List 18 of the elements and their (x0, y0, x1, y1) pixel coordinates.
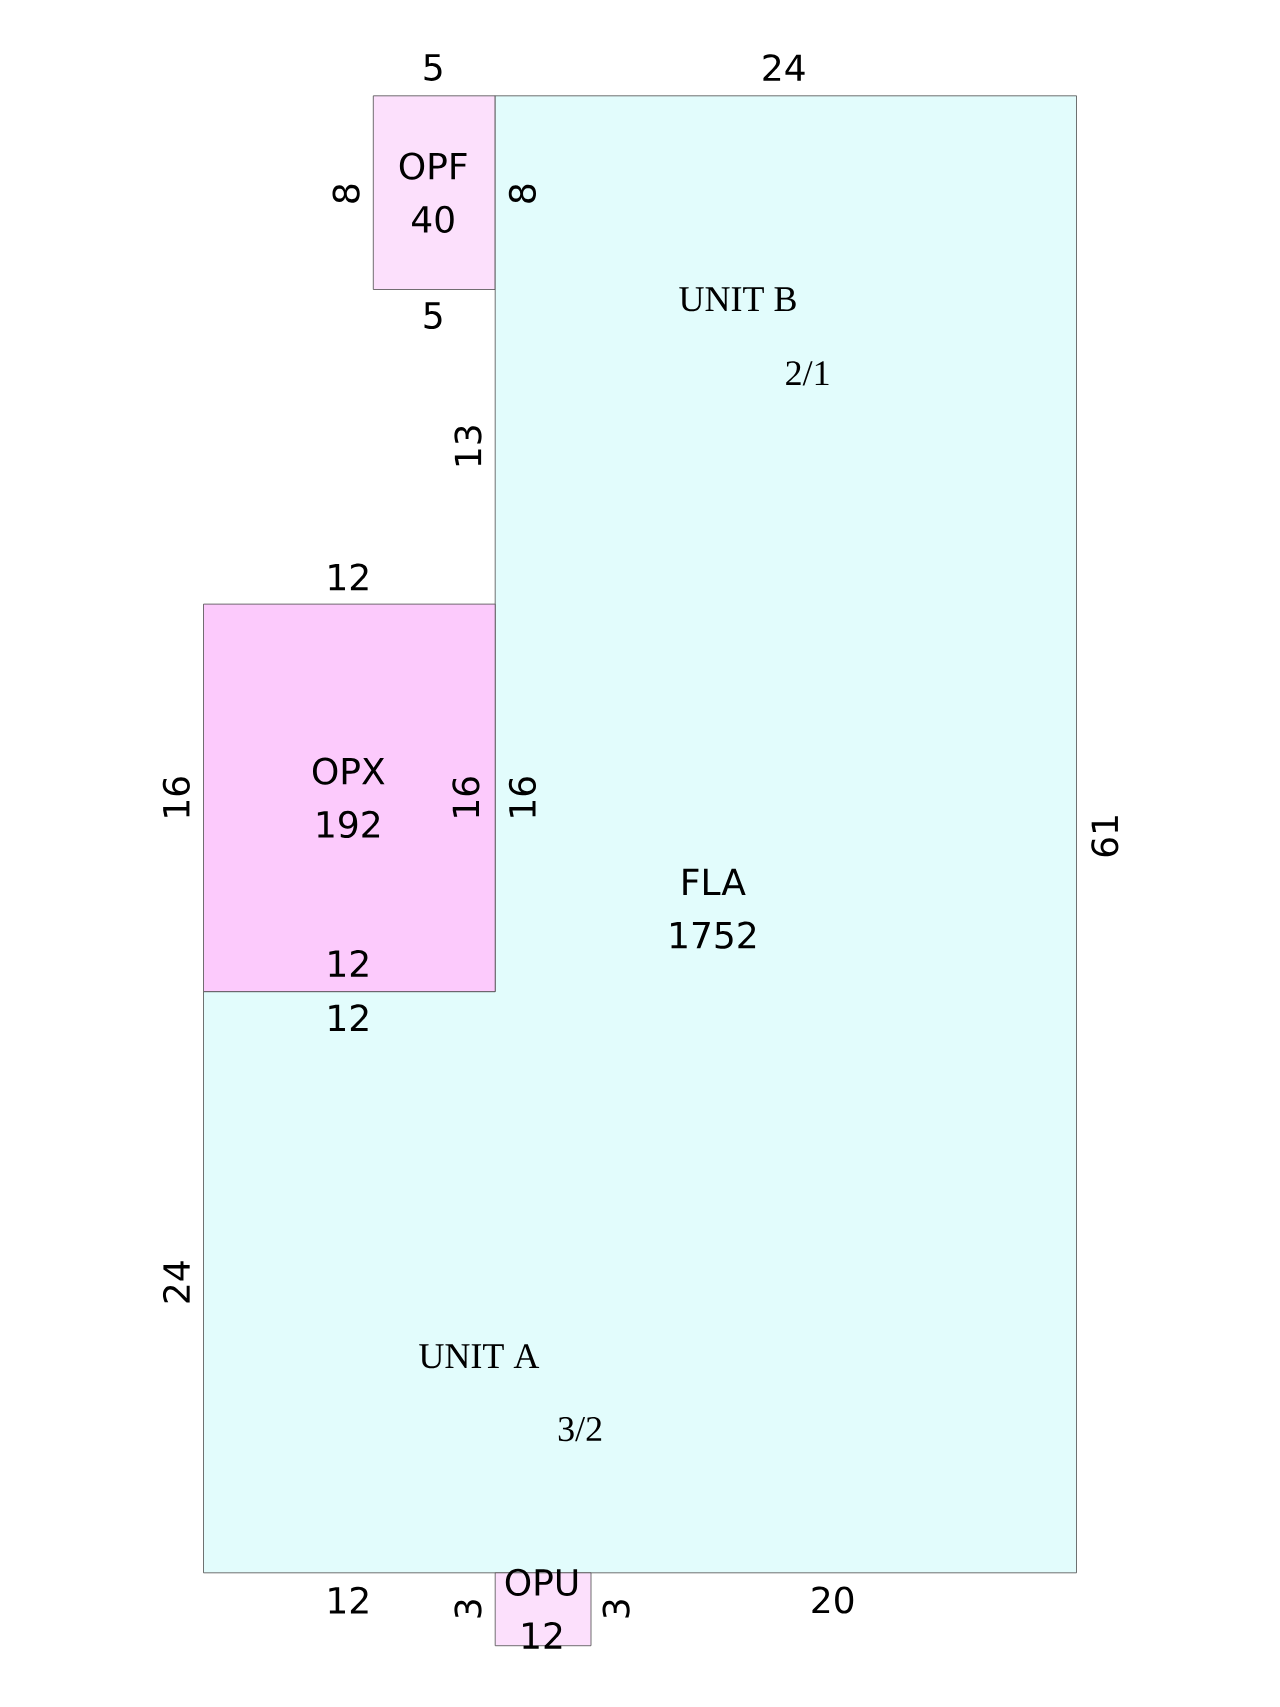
dimension-label: 12 (329, 1004, 368, 1032)
dimension-label: 16 (162, 777, 190, 817)
dimension-label: 5 (424, 54, 442, 81)
room-label: UNIT A (419, 1344, 540, 1369)
room-label: UNIT B (679, 287, 796, 312)
porch-area: OPF 40 (372, 95, 496, 290)
dimension-label: 16 (452, 777, 480, 817)
dimension-label: 16 (508, 777, 536, 817)
room-label: 3/2 (558, 1417, 602, 1442)
dimension-label: 3 (602, 1600, 630, 1618)
dimension-label: 12 (329, 563, 368, 591)
dimension-label: 13 (454, 426, 482, 466)
dimension-label: 5 (424, 302, 442, 329)
dimension-label: 8 (508, 184, 536, 203)
room-label: 2/1 (786, 361, 829, 386)
dimension-label: 12 (329, 949, 368, 977)
dimension-label: 3 (454, 1600, 482, 1618)
dimension-label: 8 (332, 184, 360, 203)
